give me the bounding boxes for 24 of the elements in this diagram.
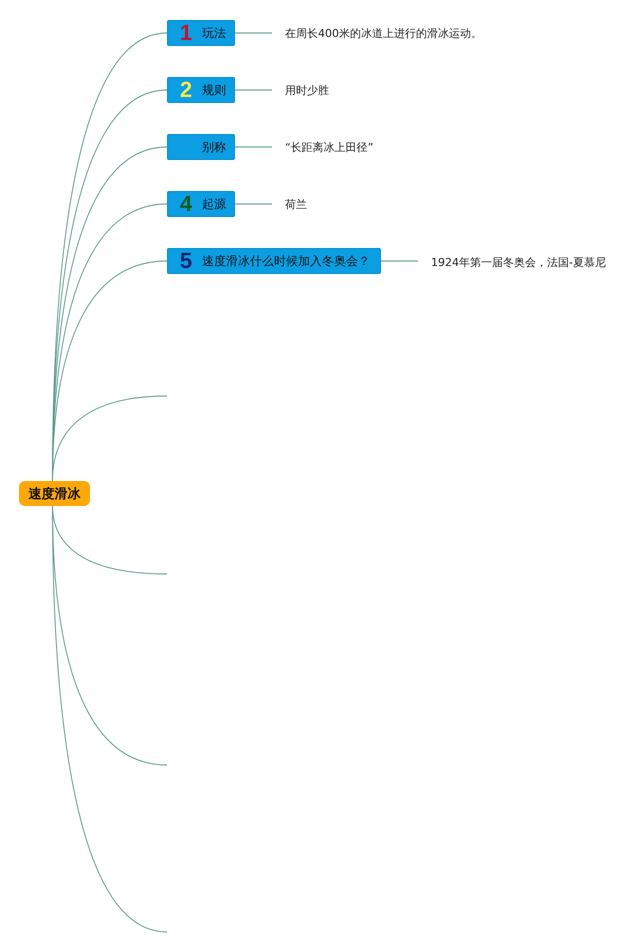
detail-text: 在周长400米的冰道上进行的滑冰运动。 xyxy=(285,25,482,41)
topic-box xyxy=(167,134,235,160)
topic-box xyxy=(167,248,381,274)
detail-text: “长距离冰上田径” xyxy=(285,139,374,155)
topic-number: 5 xyxy=(178,250,194,272)
topic-label: 速度滑冰什么时候加入冬奥会？ xyxy=(202,252,370,270)
topic-box xyxy=(167,77,235,103)
topic-box xyxy=(167,191,235,217)
topic-label: 别称 xyxy=(202,138,226,156)
topic-label: 规则 xyxy=(202,82,226,98)
topic-number: 4 xyxy=(178,193,194,215)
connector-line xyxy=(380,260,418,262)
topic-number: 1 xyxy=(178,22,194,44)
topic-box xyxy=(167,20,235,46)
detail-text: 荷兰 xyxy=(285,196,307,212)
detail-text: 用时少胜 xyxy=(285,82,329,98)
topic-label: 起源 xyxy=(202,196,226,212)
branch-line xyxy=(52,396,168,482)
detail-text: 1924年第一届冬奥会，法国-夏慕尼 xyxy=(431,254,606,270)
topic-label: 玩法 xyxy=(202,24,226,42)
topic-number: 2 xyxy=(178,79,194,101)
connector-line xyxy=(234,32,272,34)
central-topic: 速度滑冰 xyxy=(19,481,90,506)
connector-line xyxy=(234,146,272,148)
